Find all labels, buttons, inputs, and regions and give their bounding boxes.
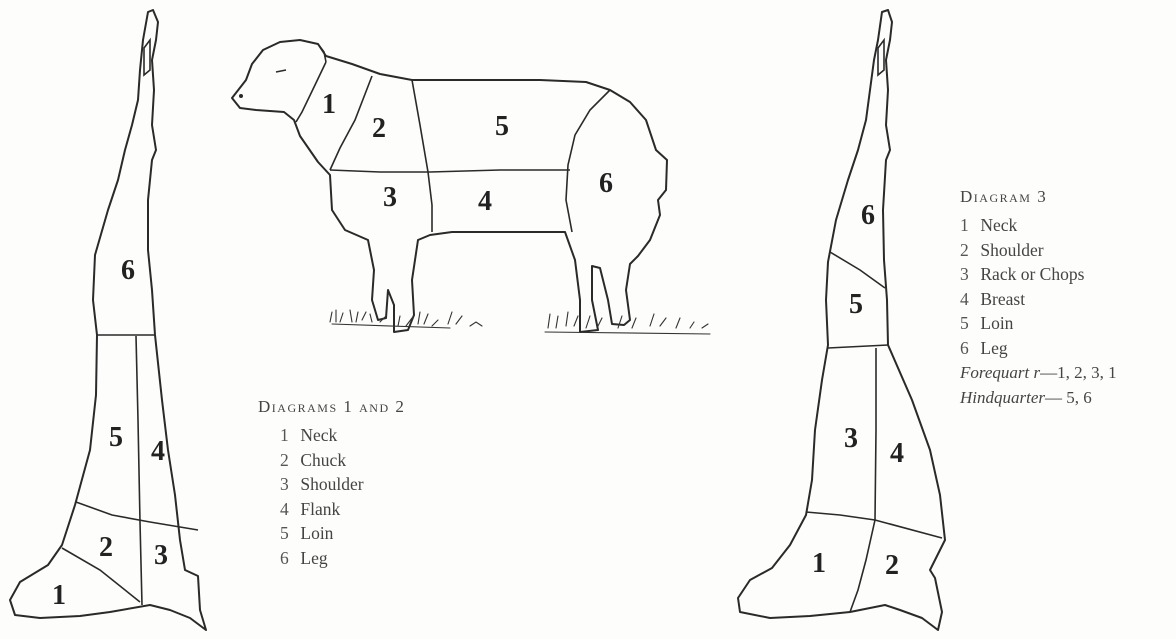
legend-item: 3 Rack or Chops <box>960 262 1117 287</box>
carcass-right-label-5: 5 <box>849 289 863 320</box>
carcass-right-label-2: 2 <box>885 550 899 581</box>
lamb-line-chuck-loin <box>412 80 428 172</box>
carcass-left-shank-detail <box>144 40 150 75</box>
carcass-right-line-leg-loin <box>830 252 885 288</box>
lamb-label-6: 6 <box>599 168 613 199</box>
legend-item: 2 Shoulder <box>960 238 1117 263</box>
legend-item: 1 Neck <box>280 423 405 448</box>
carcass-right-shank-detail <box>878 40 884 75</box>
carcass-left-label-4: 4 <box>151 436 165 467</box>
legend-title: Diagram 3 <box>960 187 1117 207</box>
lamb: 1 2 5 3 4 6 <box>232 40 710 334</box>
legend-item: 4 Flank <box>280 497 405 522</box>
carcass-left-label-6: 6 <box>121 255 135 286</box>
legend-item: 5 Loin <box>280 521 405 546</box>
legend-item: 5 Loin <box>960 311 1117 336</box>
carcass-right-line-mid <box>875 348 876 520</box>
lamb-label-3: 3 <box>383 182 397 213</box>
lamb-nose <box>239 94 243 98</box>
carcass-left-label-3: 3 <box>154 540 168 571</box>
lamb-line-1-2 <box>330 76 372 170</box>
hindquarter-summary: Hindquarter— 5, 6 <box>960 385 1117 410</box>
carcass-right-label-4: 4 <box>890 438 904 469</box>
lamb-label-1: 1 <box>322 89 336 120</box>
legend-item: 3 Shoulder <box>280 472 405 497</box>
legend-item: 1 Neck <box>960 213 1117 238</box>
lamb-ear <box>318 44 326 62</box>
lamb-line-belly <box>330 170 570 172</box>
carcass-right-label-3: 3 <box>844 423 858 454</box>
lamb-line-shoulder <box>428 172 432 232</box>
forequarter-summary: Forequart r—1, 2, 3, 1 <box>960 360 1117 385</box>
carcass-left-line-mid <box>136 336 142 605</box>
legend-item: 4 Breast <box>960 287 1117 312</box>
lamb-label-2: 2 <box>372 113 386 144</box>
legend-item: 2 Chuck <box>280 448 405 473</box>
lamb-eye <box>276 70 286 72</box>
legend-diagrams-1-2: Diagrams 1 and 2 1 Neck 2 Chuck 3 Should… <box>258 397 405 570</box>
legend-item: 6 Leg <box>960 336 1117 361</box>
carcass-right-line-loin <box>828 345 888 348</box>
carcass-left-line-lower <box>76 502 198 530</box>
carcass-right-line-neck <box>850 520 875 612</box>
legend-title: Diagrams 1 and 2 <box>258 397 405 417</box>
carcass-right-label-6: 6 <box>861 200 875 231</box>
carcass-left-label-5: 5 <box>109 422 123 453</box>
legend-item: 6 Leg <box>280 546 405 571</box>
carcass-left-label-2: 2 <box>99 532 113 563</box>
legend-list: 1 Neck 2 Chuck 3 Shoulder 4 Flank 5 Loin… <box>258 423 405 570</box>
lamb-label-4: 4 <box>478 186 492 217</box>
carcass-left-label-1: 1 <box>52 580 66 611</box>
lamb-label-5: 5 <box>495 111 509 142</box>
lamb-line-leg <box>566 90 610 232</box>
carcass-right-label-1: 1 <box>812 548 826 579</box>
carcass-right-outline <box>738 10 945 630</box>
carcass-right: 6 5 3 4 1 2 <box>738 10 945 630</box>
carcass-left: 6 5 4 2 3 1 <box>10 10 206 630</box>
legend-list: 1 Neck 2 Shoulder 3 Rack or Chops 4 Brea… <box>960 213 1117 360</box>
legend-diagram-3: Diagram 3 1 Neck 2 Shoulder 3 Rack or Ch… <box>960 187 1117 410</box>
